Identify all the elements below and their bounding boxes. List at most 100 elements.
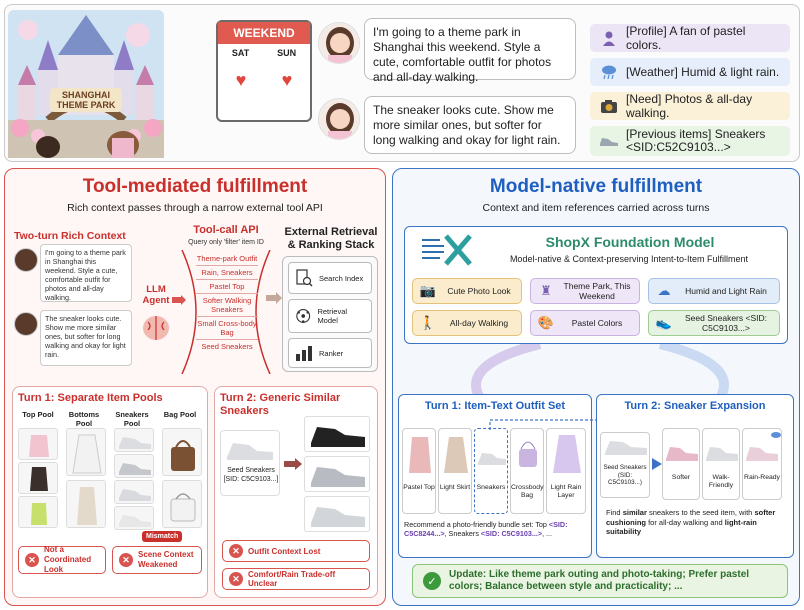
x-circle-icon: ✕: [229, 572, 243, 586]
pool-title: Sneakers Pool: [115, 410, 149, 428]
rich-context-title: Two-turn Rich Context: [14, 230, 126, 242]
user-avatar: [318, 98, 360, 140]
context-weather: [Weather] Humid & light rain.: [590, 58, 790, 86]
rain-cloud-icon: ☁: [657, 283, 671, 298]
outfit-item-skirt: Light Skirt: [438, 428, 472, 514]
castle-sign: SHANGHAI THEME PARK: [50, 88, 122, 112]
turn2-expansion-title: Turn 2: Sneaker Expansion: [624, 400, 766, 412]
warning-tradeoff-unclear: ✕ Comfort/Rain Trade-off Unclear: [222, 568, 370, 590]
rich-context-turn2: The sneaker looks cute. Show me more sim…: [40, 310, 132, 366]
left-panel-subtitle: Rich context passes through a narrow ext…: [67, 202, 323, 214]
rain-cloud-icon: [598, 62, 620, 82]
tool-api-queries: Theme-park Outfit Rain, Sneakers Pastel …: [196, 252, 258, 353]
context-chip-pastel: 🎨 Pastel Colors: [530, 310, 640, 336]
context-profile: [Profile] A fan of pastel colors.: [590, 24, 790, 52]
weekend-calendar: WEEKEND SAT SUN ♥ ♥: [216, 20, 312, 122]
ranker-icon: [296, 346, 312, 361]
seed-sneaker-card: Seed Sneakers (SID: C5C9103...): [600, 432, 650, 498]
turn2-caption: Find similar sneakers to the seed item, …: [606, 508, 776, 536]
turn1-message-bubble: I'm going to a theme park in Shanghai th…: [364, 18, 576, 84]
search-index-icon: [296, 269, 313, 287]
turn1-outfit-title: Turn 1: Item-Text Outfit Set: [424, 400, 566, 412]
api-to-stack-arrow: [266, 292, 282, 304]
outfit-item-bag: Crossbody Bag: [510, 428, 544, 514]
seed-sneaker-card: [220, 430, 280, 496]
expansion-arrow: [652, 458, 662, 470]
x-circle-icon: ✕: [229, 544, 243, 558]
sneaker-icon: [598, 131, 620, 151]
context-flow-arcs: [471, 344, 729, 398]
narrow-api-funnel: [181, 250, 271, 374]
context-need: [Need] Photos & all-day walking.: [590, 92, 790, 120]
outfit-item-rain-layer: Light Rain Layer: [546, 428, 586, 514]
tool-api-subtitle: Query only 'filter' item ID: [188, 239, 264, 246]
context-chip-walking: 🚶 All-day Walking: [412, 310, 522, 336]
expanded-sneaker-softer: Softer: [662, 428, 700, 500]
expanded-sneaker-walk-friendly: Walk-Friendly: [702, 428, 740, 500]
expanded-sneaker-rain-ready: Rain-Ready: [742, 428, 782, 500]
ranker-block: Ranker: [288, 338, 372, 368]
pool-title: Bag Pool: [163, 410, 197, 419]
outfit-item-sneakers: Sneakers: [474, 428, 508, 514]
sneaker-icon: 👟: [655, 315, 673, 330]
warning-not-coordinated: ✕ Not a Coordinated Look: [18, 545, 106, 574]
castle-icon: ♜: [540, 283, 552, 298]
outfit-item-top: Pastel Top: [402, 428, 436, 514]
api-query-item: Small Cross-body Bag: [196, 317, 258, 340]
context-chip-weather: ☁ Humid and Light Rain: [648, 278, 780, 304]
retrieval-model-icon: [296, 309, 311, 323]
api-query-item: Theme-park Outfit: [196, 252, 258, 266]
turn2-message-bubble: The sneaker looks cute. Show me more sim…: [364, 96, 576, 154]
preference-update-text: Update: Like theme park outing and photo…: [449, 569, 750, 592]
api-query-item: Pastel Top: [196, 280, 258, 294]
pool-title: Top Pool: [22, 410, 54, 419]
heart-icon: ♥: [235, 70, 247, 90]
user-avatar: [318, 22, 360, 64]
agent-to-api-arrow: [172, 295, 186, 305]
api-query-item: Rain, Sneakers: [196, 266, 258, 280]
calendar-day-sun: SUN: [277, 48, 297, 58]
check-circle-icon: ✓: [423, 572, 441, 590]
left-panel-title: Tool-mediated fulfillment: [82, 176, 308, 197]
heart-icon: ♥: [281, 70, 293, 90]
model-tagline: Model-native & Context-preserving Intent…: [509, 254, 749, 264]
bag-pool-items: [162, 428, 202, 528]
warning-outfit-lost: ✕ Outfit Context Lost: [222, 540, 370, 562]
api-query-item: Seed Sneakers: [201, 342, 253, 351]
right-panel-subtitle: Context and item references carried acro…: [482, 202, 710, 214]
camera-icon: [598, 96, 620, 116]
bottoms-pool-items: [66, 428, 106, 528]
preference-update-box: ✓ Update: Like theme park outing and pho…: [412, 564, 788, 598]
calendar-header: WEEKEND: [218, 22, 310, 44]
llm-agent-label: LLM Agent: [142, 284, 170, 306]
x-circle-icon: ✕: [25, 553, 39, 567]
search-index-block: Search Index: [288, 262, 372, 294]
mismatch-badge: Mismatch: [142, 531, 183, 542]
context-chip-theme-park: ♜ Theme Park, This Weekend: [530, 278, 640, 304]
context-previous-items: [Previous items] Sneakers <SID:C52C9103.…: [590, 126, 790, 156]
model-name: ShopX Foundation Model: [545, 234, 715, 250]
api-query-item: Softer Walking Sneakers: [196, 294, 258, 317]
turn1-caption: Recommend a photo-friendly bundle set: T…: [404, 520, 568, 538]
walking-icon: 🚶: [419, 315, 437, 330]
turn1-pools-title: Turn 1: Separate Item Pools: [18, 392, 163, 404]
turn2-generic-title: Turn 2: Generic Similar Sneakers: [220, 392, 341, 417]
brain-icon: [143, 316, 169, 340]
warning-scene-weakened: ✕ Scene Context Weakened: [112, 546, 202, 574]
tool-api-title: Tool-call API: [193, 224, 259, 236]
top-pool-items: [18, 428, 58, 528]
similar-sneakers-list: [304, 416, 370, 534]
x-circle-icon: ✕: [119, 553, 133, 567]
shopx-logo-icon: [422, 234, 472, 266]
retrieval-model-block: Retrieval Model: [288, 299, 372, 333]
seed-sneaker-label: Seed Sneakers [SID: C5C9103...]: [223, 467, 279, 483]
theme-park-castle-illustration: [8, 10, 164, 158]
rich-context-turn1: I'm going to a theme park in Shanghai th…: [40, 244, 132, 302]
mini-avatar: [14, 248, 38, 272]
pool-title: Bottoms Pool: [68, 410, 100, 428]
sneakers-pool-items: [114, 428, 154, 530]
mini-avatar: [14, 312, 38, 336]
context-chip-seed-sneakers: 👟 Seed Sneakers <SID: C5C9103...>: [648, 310, 780, 336]
right-panel-title: Model-native fulfillment: [489, 176, 703, 197]
palette-icon: 🎨: [537, 315, 555, 330]
